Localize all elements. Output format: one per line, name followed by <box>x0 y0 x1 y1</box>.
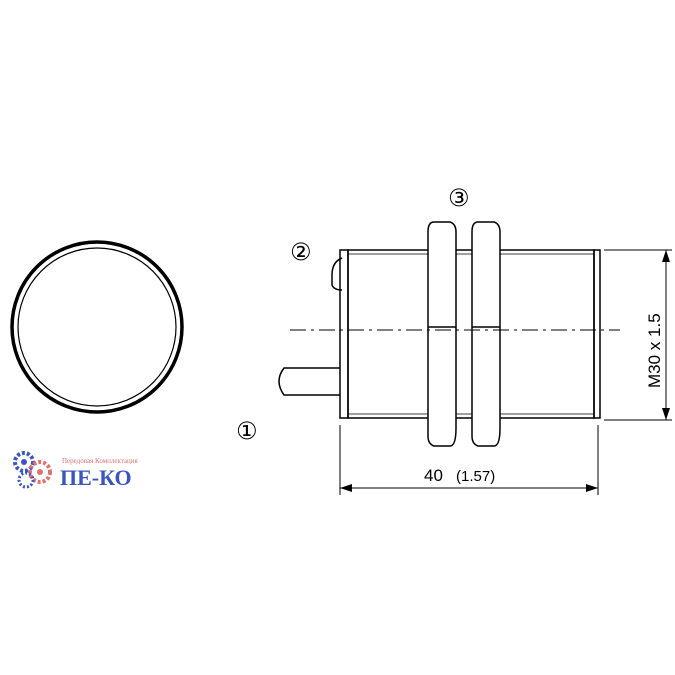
front-view <box>10 240 184 414</box>
led-window <box>331 257 343 291</box>
thread-dimension-label: M30 x 1.5 <box>645 313 664 388</box>
length-dimension-label: 40 <box>424 466 443 485</box>
callout-led: ② <box>290 238 312 266</box>
logo-name: ПЕ-КО <box>60 465 132 490</box>
cable <box>278 367 340 396</box>
gears-icon <box>13 451 52 489</box>
sensing-face <box>593 249 601 419</box>
body-end-cap <box>339 249 349 419</box>
dimension-lines <box>339 249 672 495</box>
mounting-nut-1 <box>427 221 457 447</box>
side-view <box>278 221 620 447</box>
logo-tagline: Передовая Комплектация <box>62 457 139 465</box>
callout-nuts: ③ <box>448 184 470 212</box>
mounting-nut-2 <box>471 221 501 447</box>
callout-cable: ① <box>236 417 258 445</box>
company-logo: Передовая Комплектация ПЕ-КО <box>13 451 139 490</box>
front-inner-ring <box>17 247 177 407</box>
front-outer-ring <box>10 240 184 414</box>
sensor-housing <box>347 249 595 419</box>
length-inch-label: (1.57) <box>456 468 495 485</box>
